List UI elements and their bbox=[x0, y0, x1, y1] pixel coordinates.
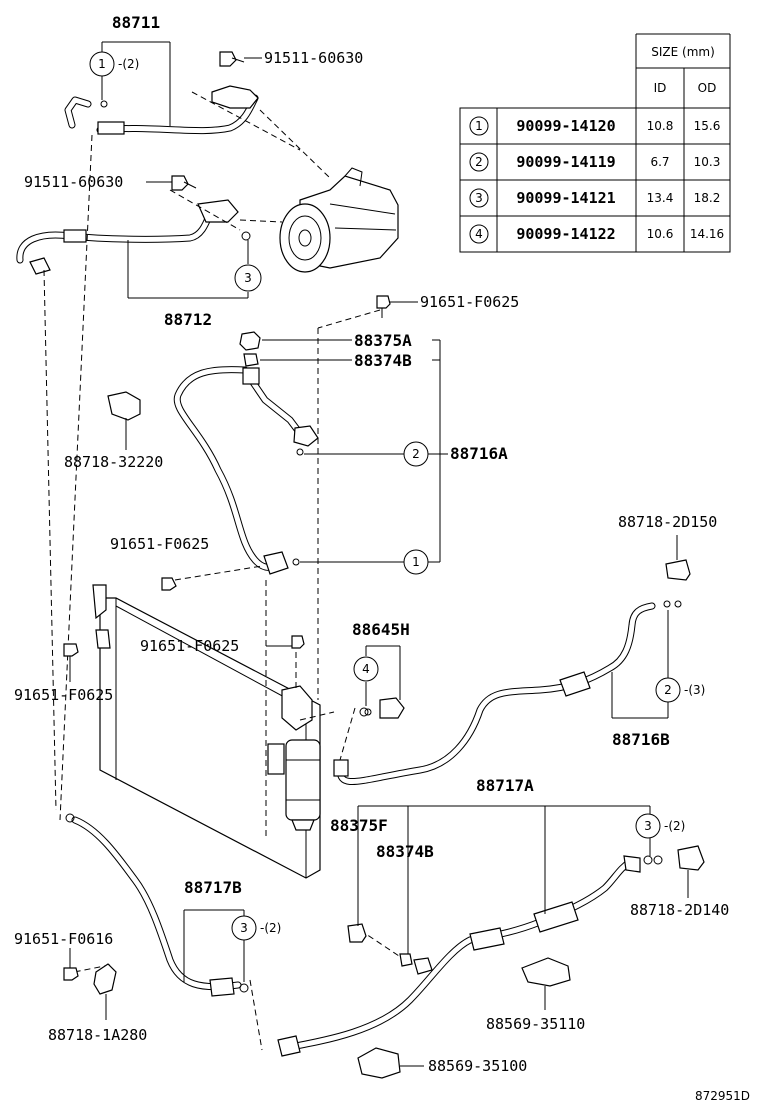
callout-3-88717A: 3 bbox=[644, 819, 652, 833]
label-91651-F0625-left: 91651-F0625 bbox=[14, 686, 113, 704]
compressor bbox=[279, 167, 399, 273]
row-od: 10.3 bbox=[694, 155, 721, 169]
clamp-88718-32220 bbox=[107, 391, 141, 450]
qty-88717B: -(2) bbox=[260, 921, 281, 935]
clamp-88569-35100 bbox=[357, 1047, 424, 1079]
qty-88716B: -(3) bbox=[684, 683, 705, 697]
pipe-88717B bbox=[71, 816, 242, 997]
bolt-91651-dryer bbox=[291, 635, 305, 649]
label-91511-60630-top: 91511-60630 bbox=[264, 49, 363, 67]
label-88711: 88711 bbox=[112, 13, 160, 32]
label-91651-F0625-mid: 91651-F0625 bbox=[110, 535, 209, 553]
label-88374B-low: 88374B bbox=[376, 842, 434, 861]
pipe-88716A bbox=[173, 366, 319, 575]
label-88718-1A280: 88718-1A280 bbox=[48, 1026, 147, 1044]
label-88718-2D140: 88718-2D140 bbox=[630, 901, 729, 919]
row-od: 14.16 bbox=[690, 227, 724, 241]
suction-hose-88712 bbox=[16, 199, 239, 275]
row-num: 2 bbox=[475, 155, 483, 169]
row-num: 4 bbox=[475, 227, 483, 241]
label-88569-35110: 88569-35110 bbox=[486, 1015, 585, 1033]
cap-88375A bbox=[239, 331, 261, 351]
callout-1-88716A: 1 bbox=[412, 555, 420, 569]
table-row: 1 90099-14120 10.8 15.6 bbox=[469, 116, 721, 136]
callout-1-88711: 1 bbox=[98, 57, 106, 71]
row-id: 10.6 bbox=[647, 227, 674, 241]
label-88718-2D150: 88718-2D150 bbox=[618, 513, 717, 531]
label-88569-35100: 88569-35100 bbox=[428, 1057, 527, 1075]
row-part: 90099-14120 bbox=[516, 117, 615, 135]
row-id: 6.7 bbox=[650, 155, 669, 169]
bolt-91651-F0616 bbox=[63, 967, 79, 981]
row-part: 90099-14119 bbox=[516, 153, 615, 171]
discharge-hose-88711 bbox=[64, 85, 259, 135]
col-id-header: ID bbox=[654, 81, 667, 95]
cap-88375F bbox=[347, 923, 367, 943]
part-labels: 88711 91511-60630 91511-60630 88712 9165… bbox=[14, 13, 750, 1103]
table-row: 3 90099-14121 13.4 18.2 bbox=[469, 188, 721, 208]
label-88716A: 88716A bbox=[450, 444, 508, 463]
label-91651-F0625-dryer: 91651-F0625 bbox=[140, 637, 239, 655]
pipe-88716B bbox=[333, 602, 656, 785]
clamp-88569-35110 bbox=[521, 957, 571, 1010]
clamp-88718-1A280 bbox=[93, 963, 117, 1020]
size-header: SIZE (mm) bbox=[651, 45, 715, 59]
bolt-91511-top bbox=[219, 51, 245, 67]
row-od: 18.2 bbox=[694, 191, 721, 205]
label-88717B: 88717B bbox=[184, 878, 242, 897]
label-91651-F0625-top: 91651-F0625 bbox=[420, 293, 519, 311]
assembly-guides bbox=[43, 91, 406, 1051]
label-88375A: 88375A bbox=[354, 331, 412, 350]
label-88718-32220: 88718-32220 bbox=[64, 453, 163, 471]
bolt-91511-left bbox=[171, 175, 197, 191]
leader-lines bbox=[69, 41, 689, 982]
switch-88645H bbox=[359, 697, 405, 719]
row-id: 10.8 bbox=[647, 119, 674, 133]
callout-2-88716B: 2 bbox=[664, 683, 672, 697]
label-88717A: 88717A bbox=[476, 776, 534, 795]
label-88712: 88712 bbox=[164, 310, 212, 329]
label-91651-F0616: 91651-F0616 bbox=[14, 930, 113, 948]
table-row: 2 90099-14119 6.7 10.3 bbox=[469, 152, 721, 172]
qty-88717A: -(2) bbox=[664, 819, 685, 833]
callout-4-88645H: 4 bbox=[362, 662, 370, 676]
condenser bbox=[92, 584, 321, 879]
row-od: 15.6 bbox=[694, 119, 721, 133]
valve-core-88374B bbox=[243, 353, 259, 367]
label-88374B-top: 88374B bbox=[354, 351, 412, 370]
qty-88711: -(2) bbox=[118, 57, 139, 71]
o-rings bbox=[65, 100, 682, 993]
callout-3-88717B: 3 bbox=[240, 921, 248, 935]
callout-3-88712: 3 bbox=[244, 271, 252, 285]
callout-circles: 1 -(2) 3 2 1 4 2 -(3) 3 -(2) 3 -(2) bbox=[89, 51, 705, 941]
label-91511-60630-left: 91511-60630 bbox=[24, 173, 123, 191]
col-od-header: OD bbox=[698, 81, 717, 95]
diagram-id: 872951D bbox=[695, 1089, 750, 1103]
row-id: 13.4 bbox=[647, 191, 674, 205]
clamp-88718-2D140 bbox=[677, 845, 705, 871]
pipe-88717A bbox=[277, 855, 641, 1057]
bolt-91651-top bbox=[376, 295, 391, 318]
label-88375F: 88375F bbox=[330, 816, 388, 835]
bolt-91651-mid bbox=[161, 577, 177, 591]
row-part: 90099-14121 bbox=[516, 189, 615, 207]
table-row: 4 90099-14122 10.6 14.16 bbox=[469, 224, 724, 244]
row-part: 90099-14122 bbox=[516, 225, 615, 243]
bolt-91651-left bbox=[63, 643, 79, 657]
clamp-88718-2D150 bbox=[665, 535, 691, 581]
valve-core-88374B-low bbox=[399, 953, 433, 975]
row-num: 1 bbox=[475, 119, 483, 133]
o-ring-size-table: SIZE (mm) ID OD 1 90099-14120 10.8 15.6 … bbox=[459, 33, 731, 253]
row-num: 3 bbox=[475, 191, 483, 205]
label-88645H: 88645H bbox=[352, 620, 410, 639]
callout-2-88716A: 2 bbox=[412, 447, 420, 461]
label-88716B: 88716B bbox=[612, 730, 670, 749]
